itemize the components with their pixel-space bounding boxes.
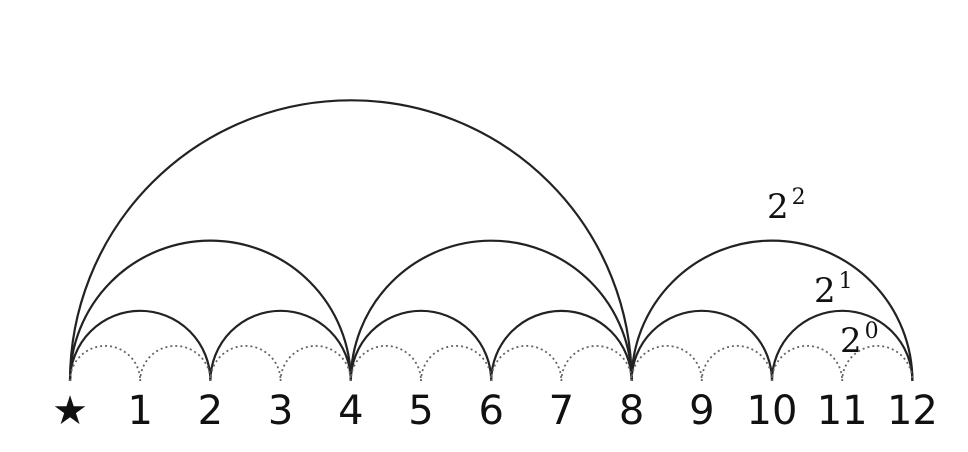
power-exponent: 1: [839, 269, 853, 294]
node-label-9: 9: [689, 388, 714, 434]
arc-2-3: [209, 345, 282, 382]
power-base: 2: [840, 321, 862, 361]
node-label-12: 12: [887, 388, 938, 434]
arc-5-6: [420, 345, 493, 382]
node-label-10: 10: [747, 388, 798, 434]
star-icon: ★: [52, 388, 88, 434]
arc-10-12: [770, 309, 914, 382]
node-label-8: 8: [619, 388, 644, 434]
arc-0-2: [68, 309, 212, 382]
arc-1-2: [139, 345, 212, 382]
node-label-11: 11: [817, 388, 868, 434]
power-exponent: 0: [865, 319, 879, 344]
arc-0-8: [68, 99, 633, 382]
power-base: 2: [767, 187, 789, 227]
arc-9-10: [700, 345, 773, 382]
node-label-2: 2: [198, 388, 223, 434]
node-label-6: 6: [478, 388, 503, 434]
arc-7-8: [560, 345, 633, 382]
arc-8-9: [630, 345, 703, 382]
node-label-3: 3: [268, 388, 293, 434]
arc-2-4: [209, 309, 352, 382]
arc-10-11: [771, 345, 844, 382]
arc-4-5: [349, 345, 422, 382]
arc-4-6: [349, 309, 493, 382]
arc-8-12: [630, 239, 914, 382]
node-label-7: 7: [549, 388, 574, 434]
node-label-1: 1: [127, 388, 152, 434]
arc-6-7: [490, 345, 563, 382]
power-base: 2: [814, 271, 836, 311]
arcs-layer: [68, 99, 914, 382]
arc-3-4: [279, 345, 352, 382]
node-label-4: 4: [338, 388, 363, 434]
arc-8-10: [630, 309, 774, 382]
node-label-5: 5: [408, 388, 433, 434]
arc-4-8: [349, 239, 633, 382]
arc-0-4: [68, 239, 352, 382]
arc-0-1: [69, 345, 142, 382]
power-exponent: 2: [792, 185, 806, 210]
arc-11-12: [841, 345, 914, 382]
arc-6-8: [490, 309, 633, 382]
